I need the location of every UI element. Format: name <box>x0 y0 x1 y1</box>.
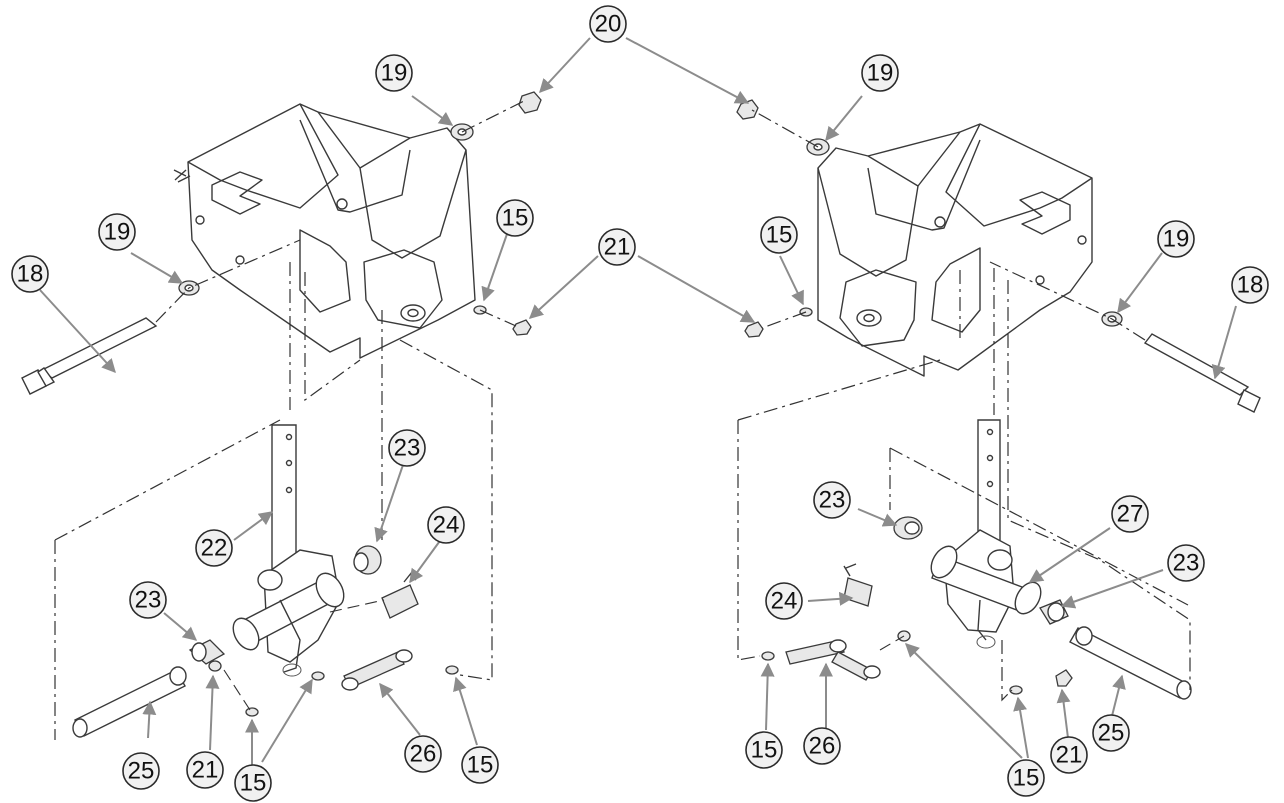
svg-text:27: 27 <box>1117 501 1144 528</box>
callout-18-right: 18 <box>1231 266 1269 304</box>
callout-23-left-top: 23 <box>388 429 426 467</box>
svg-text:19: 19 <box>1163 226 1190 253</box>
left-mounting-hardware <box>21 91 542 395</box>
callout-21-left: 21 <box>186 751 224 789</box>
svg-text:19: 19 <box>381 60 408 87</box>
svg-text:15: 15 <box>751 737 778 764</box>
callout-20: 20 <box>589 5 627 43</box>
svg-text:22: 22 <box>201 535 228 562</box>
svg-text:24: 24 <box>771 588 798 615</box>
callout-15-left-bottom: 15 <box>234 764 272 802</box>
right-pivot-arm-assembly <box>761 419 1192 700</box>
callout-19-right-top: 19 <box>861 54 899 92</box>
callout-21-center: 21 <box>598 228 636 266</box>
svg-text:20: 20 <box>595 11 622 38</box>
callout-27: 27 <box>1111 495 1149 533</box>
right-mounting-bracket <box>817 123 1093 377</box>
callout-15-right-top: 15 <box>760 216 798 254</box>
svg-text:25: 25 <box>128 758 155 785</box>
callout-26-right: 26 <box>803 727 841 765</box>
right-dashed-alignment-lines <box>737 268 1191 702</box>
callout-21-right: 21 <box>1050 736 1088 774</box>
svg-text:15: 15 <box>502 205 529 232</box>
svg-text:21: 21 <box>1056 742 1083 769</box>
left-pivot-arm-assembly <box>72 424 459 738</box>
callout-26-left: 26 <box>404 735 442 773</box>
callout-19-left-top: 19 <box>375 54 413 92</box>
callout-15-right-left: 15 <box>745 731 783 769</box>
svg-text:19: 19 <box>104 219 131 246</box>
svg-text:18: 18 <box>17 261 44 288</box>
callout-25-right: 25 <box>1092 714 1130 752</box>
callout-19-left: 19 <box>98 213 136 251</box>
callout-23-right-bottom: 23 <box>1167 544 1205 582</box>
svg-text:15: 15 <box>467 752 494 779</box>
svg-text:26: 26 <box>410 741 437 768</box>
callout-19-right: 19 <box>1157 220 1195 258</box>
left-mounting-bracket <box>173 103 476 359</box>
callout-22: 22 <box>195 529 233 567</box>
svg-text:15: 15 <box>1013 765 1040 792</box>
svg-text:21: 21 <box>604 234 631 261</box>
svg-text:19: 19 <box>867 60 894 87</box>
svg-text:23: 23 <box>394 435 421 462</box>
svg-text:23: 23 <box>135 587 162 614</box>
svg-text:23: 23 <box>1173 550 1200 577</box>
callout-23-left-bottom: 23 <box>129 581 167 619</box>
svg-text:24: 24 <box>433 512 460 539</box>
callout-23-right-top: 23 <box>813 481 851 519</box>
callout-24-right: 24 <box>765 582 803 620</box>
svg-text:15: 15 <box>766 222 793 249</box>
svg-text:15: 15 <box>240 770 267 797</box>
svg-text:23: 23 <box>819 487 846 514</box>
callout-24-left: 24 <box>427 506 465 544</box>
right-mounting-hardware <box>736 99 1261 413</box>
svg-text:25: 25 <box>1098 720 1125 747</box>
left-dashed-alignment-lines <box>54 262 493 740</box>
callout-25-left: 25 <box>122 752 160 790</box>
callout-18-left: 18 <box>11 255 49 293</box>
svg-text:18: 18 <box>1237 272 1264 299</box>
callout-15-left-top: 15 <box>496 199 534 237</box>
svg-text:21: 21 <box>192 757 219 784</box>
svg-text:26: 26 <box>809 733 836 760</box>
callout-leaders <box>39 37 1237 772</box>
callout-15-right-bottom: 15 <box>1007 759 1045 797</box>
callout-15-left-right: 15 <box>461 746 499 784</box>
